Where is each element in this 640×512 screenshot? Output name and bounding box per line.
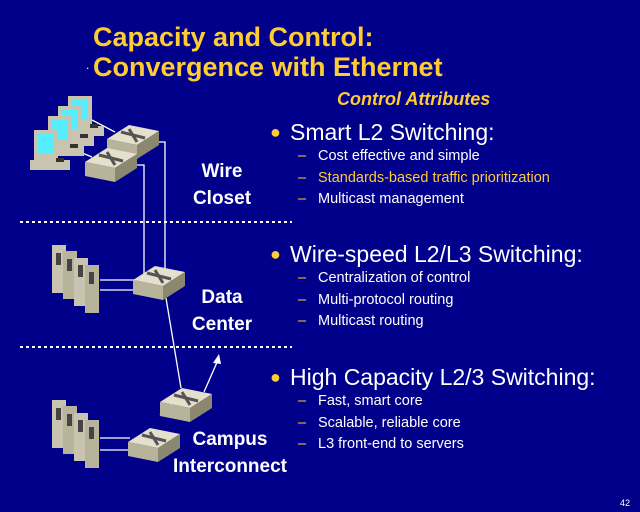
label-line: Campus <box>192 429 268 450</box>
list-item: L3 front-end to servers <box>318 436 464 452</box>
list-item: Fast, smart core <box>318 393 423 409</box>
servers-icon <box>52 245 99 313</box>
label-line: Data <box>201 287 243 308</box>
list-item: Multi-protocol routing <box>318 291 454 308</box>
slide-title: Capacity and Control: Convergence with E… <box>93 22 443 82</box>
marker: . <box>86 58 90 72</box>
section-wire-speed: ●Wire-speed L2/L3 Switching: –Centraliza… <box>270 240 640 333</box>
list-item: Multicast routing <box>318 313 424 329</box>
arrow-icon <box>213 354 221 364</box>
title-line-1: Capacity and Control: <box>93 22 374 52</box>
label-data-center: Data Center <box>172 284 272 338</box>
list-item-highlighted: Standards-based traffic prioritization <box>318 169 550 186</box>
section-heading: Smart L2 Switching: <box>290 119 495 145</box>
label-line: Wire <box>201 161 243 182</box>
section-heading: Wire-speed L2/L3 Switching: <box>290 241 583 267</box>
label-wire-closet: Wire Closet <box>172 158 272 212</box>
bullet-icon: ● <box>270 122 281 142</box>
label-line: Closet <box>192 188 252 209</box>
page-number: 42 <box>619 498 630 508</box>
switch-icon <box>158 386 214 424</box>
subtitle: Control Attributes <box>337 89 491 109</box>
section-heading: High Capacity L2/3 Switching: <box>290 364 596 390</box>
bullet-icon: ● <box>270 367 281 387</box>
section-smart-l2: ●Smart L2 Switching: –Cost effective and… <box>270 118 640 211</box>
list-item: Scalable, reliable core <box>318 414 461 431</box>
servers-icon <box>52 400 99 468</box>
connection-lines <box>69 119 219 451</box>
label-campus-interconnect: Campus Interconnect <box>160 426 300 480</box>
section-high-capacity: ●High Capacity L2/3 Switching: –Fast, sm… <box>270 363 640 456</box>
list-item: Centralization of control <box>318 270 471 286</box>
list-item: Cost effective and simple <box>318 148 480 164</box>
title-line-2: Convergence with Ethernet <box>93 52 443 82</box>
list-item: Multicast management <box>318 191 464 207</box>
label-line: Interconnect <box>172 456 288 477</box>
label-line: Center <box>191 314 253 335</box>
bullet-icon: ● <box>270 244 281 264</box>
switch-icon <box>83 146 139 184</box>
